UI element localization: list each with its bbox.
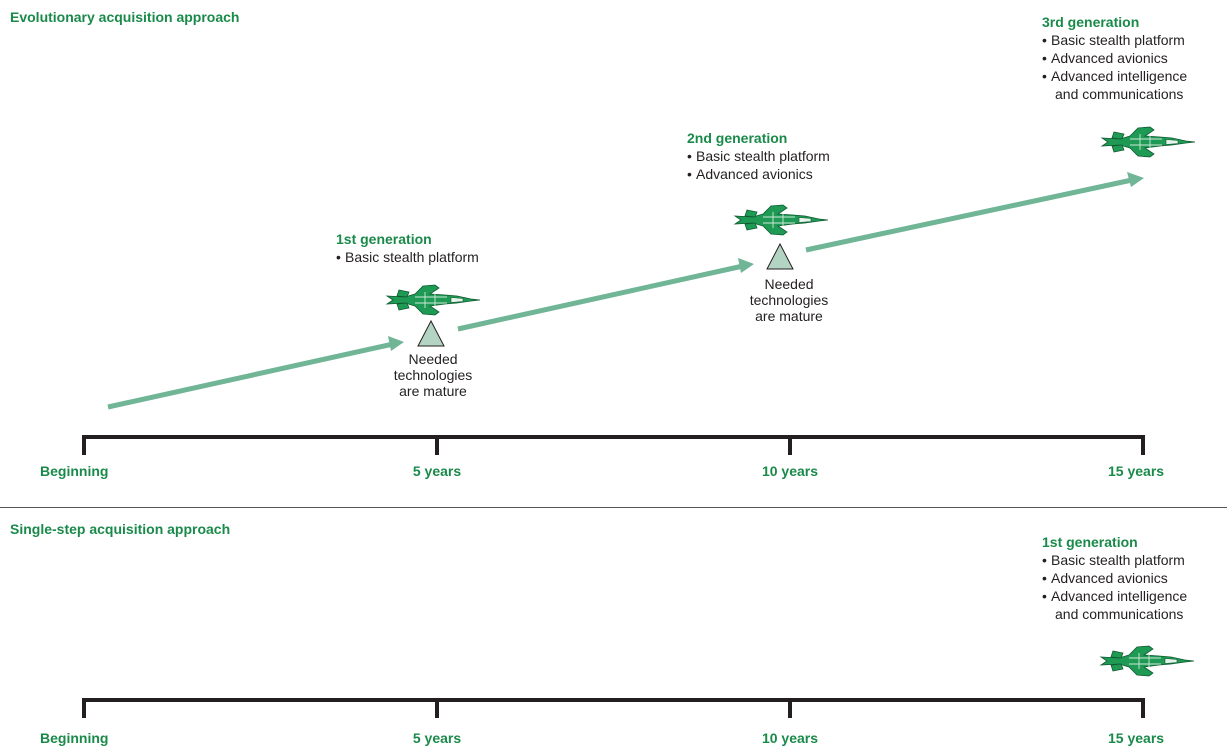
single-label-5-years: 5 years xyxy=(412,730,462,746)
evolutionary-graphic xyxy=(82,126,1195,455)
arrow-head-1 xyxy=(388,336,404,351)
gen3-item: Advanced avionics xyxy=(1042,49,1187,67)
milestone-label-2: Needed technologies are mature xyxy=(750,276,829,324)
arrow-segment-2 xyxy=(457,263,744,332)
single-gen-item-continuation: and communications xyxy=(1055,606,1184,622)
milestone-line: Needed xyxy=(764,276,814,292)
single-gen-title: 1st generation xyxy=(1042,534,1138,550)
gen3-list: Basic stealth platform Advanced avionics… xyxy=(1042,31,1187,103)
gen3-item: Advanced intelligence xyxy=(1042,67,1187,85)
milestone-line: Needed xyxy=(408,351,458,367)
single-label-15-years: 15 years xyxy=(1108,730,1165,746)
arrow-head-2 xyxy=(738,258,754,273)
milestone-line: technologies xyxy=(393,367,473,383)
milestone-triangle-2 xyxy=(766,242,794,270)
gen1-block: 1st generation Basic stealth platform xyxy=(336,230,479,266)
single-gen-block: 1st generation Basic stealth platform Ad… xyxy=(1042,533,1187,623)
gen2-block: 2nd generation Basic stealth platform Ad… xyxy=(687,129,830,183)
gen2-title: 2nd generation xyxy=(687,130,788,146)
jet-icon-gen3 xyxy=(1101,126,1195,158)
milestone-line: technologies xyxy=(749,292,829,308)
progress-arrows xyxy=(107,172,1144,410)
evo-label-5-years: 5 years xyxy=(412,463,462,479)
gen1-item: Basic stealth platform xyxy=(336,248,479,266)
single-step-graphic xyxy=(82,645,1194,718)
single-gen-list: Basic stealth platform Advanced avionics… xyxy=(1042,551,1187,623)
gen3-block: 3rd generation Basic stealth platform Ad… xyxy=(1042,13,1187,103)
jet-icon-gen1 xyxy=(386,284,480,316)
gen1-list: Basic stealth platform xyxy=(336,248,479,266)
single-gen-item: Basic stealth platform xyxy=(1042,551,1187,569)
jet-icon-gen2 xyxy=(734,204,828,236)
arrow-segment-1 xyxy=(107,341,394,410)
milestone-triangle-1 xyxy=(417,319,445,347)
single-step-timeline xyxy=(82,698,1145,718)
single-step-title: Single-step acquisition approach xyxy=(10,521,231,537)
evolutionary-timeline xyxy=(82,435,1145,455)
evo-label-15-years: 15 years xyxy=(1108,463,1165,479)
jet-icon-single xyxy=(1100,645,1194,677)
gen2-item: Basic stealth platform xyxy=(687,147,830,165)
gen3-title: 3rd generation xyxy=(1042,14,1140,30)
gen3-item-continuation: and communications xyxy=(1055,86,1184,102)
arrow-head-3 xyxy=(1127,172,1144,187)
milestone-line: are mature xyxy=(399,383,467,399)
single-gen-item: Advanced intelligence xyxy=(1042,587,1187,605)
section-divider xyxy=(0,507,1227,508)
single-label-beginning: Beginning xyxy=(40,730,109,746)
single-label-10-years: 10 years xyxy=(761,730,819,746)
milestone-line: are mature xyxy=(755,308,823,324)
evo-label-beginning: Beginning xyxy=(40,463,109,479)
evolutionary-title: Evolutionary acquisition approach xyxy=(10,9,240,25)
gen3-item: Basic stealth platform xyxy=(1042,31,1187,49)
milestone-triangles xyxy=(417,242,794,347)
single-gen-item: Advanced avionics xyxy=(1042,569,1187,587)
gen2-list: Basic stealth platform Advanced avionics xyxy=(687,147,830,183)
milestone-label-1: Needed technologies are mature xyxy=(394,351,473,399)
gen2-item: Advanced avionics xyxy=(687,165,830,183)
evo-label-10-years: 10 years xyxy=(761,463,819,479)
gen1-title: 1st generation xyxy=(336,231,432,247)
arrow-segment-3 xyxy=(805,177,1133,253)
